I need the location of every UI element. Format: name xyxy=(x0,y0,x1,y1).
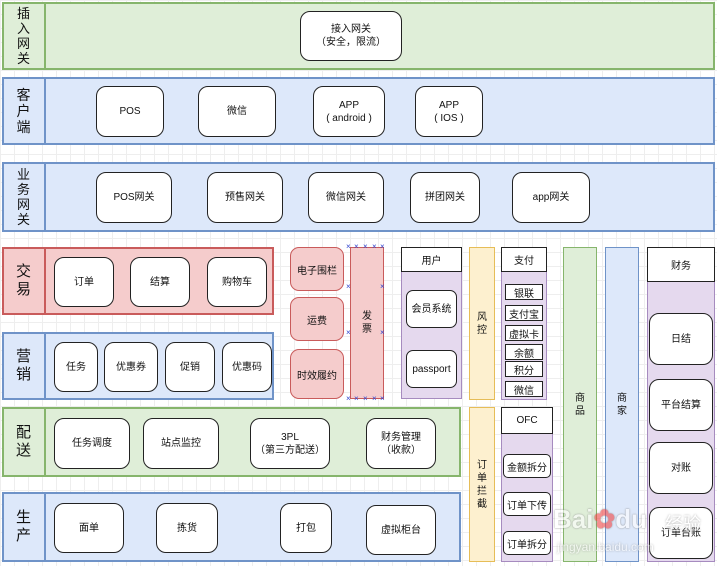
goods-column[interactable]: 商 品 xyxy=(563,247,597,562)
client-pos-card[interactable]: POS xyxy=(96,86,164,137)
finance-daily-settle[interactable]: 日结 xyxy=(649,313,713,365)
payment-virtual-card[interactable]: 虚拟卡 xyxy=(505,325,543,341)
user-column: 用户 会员系统 passport xyxy=(401,247,462,399)
client-app-android-card[interactable]: APP ( android ) xyxy=(313,86,385,137)
biz-gateway-layer-label: 业 务 网 关 xyxy=(4,164,46,230)
virtual-counter-card[interactable]: 虚拟柜台 xyxy=(366,505,436,555)
user-column-title: 用户 xyxy=(401,247,462,272)
station-monitor-card[interactable]: 站点监控 xyxy=(143,418,219,469)
payment-title: 支付 xyxy=(501,247,547,272)
app-gateway-card[interactable]: app网关 xyxy=(512,172,590,223)
promotion-card[interactable]: 促销 xyxy=(165,342,215,392)
production-layer-label: 生 产 xyxy=(4,494,46,560)
member-system-card[interactable]: 会员系统 xyxy=(406,290,457,328)
delivery-layer: 配 送 任务调度 站点监控 3PL （第三方配送） 财务管理 （收款） xyxy=(2,407,461,477)
ofc-column: OFC 金额拆分 订单下传 订单拆分 xyxy=(501,407,553,562)
client-layer-label: 客 户 端 xyxy=(4,79,46,143)
risk-control-box[interactable]: 风 控 xyxy=(469,247,495,400)
delivery-layer-label: 配 送 xyxy=(4,409,46,475)
cart-card[interactable]: 购物车 xyxy=(207,257,267,307)
freight-card[interactable]: 运费 xyxy=(290,297,344,341)
trade-layer-label: 交 易 xyxy=(4,249,46,313)
packing-card[interactable]: 打包 xyxy=(280,503,332,553)
pos-gateway-card[interactable]: POS网关 xyxy=(96,172,172,223)
ofc-title: OFC xyxy=(501,407,553,434)
task-card[interactable]: 任务 xyxy=(54,342,98,392)
finance-order-ledger[interactable]: 订单台账 xyxy=(649,507,713,559)
wechat-gateway-card[interactable]: 微信网关 xyxy=(308,172,384,223)
payment-alipay[interactable]: 支付宝 xyxy=(505,305,543,321)
ofc-order-dispatch[interactable]: 订单下传 xyxy=(503,492,551,516)
trade-layer: 交 易 订单 结算 购物车 xyxy=(2,247,274,315)
finance-platform-settle[interactable]: 平台结算 xyxy=(649,379,713,431)
merchant-column[interactable]: 商 家 xyxy=(605,247,639,562)
finance-title: 财务 xyxy=(647,247,715,282)
payment-wechat[interactable]: 微信 xyxy=(505,381,543,397)
ofc-amount-split[interactable]: 金额拆分 xyxy=(503,454,551,478)
payment-unionpay[interactable]: 银联 xyxy=(505,284,543,300)
e-fence-card[interactable]: 电子围栏 xyxy=(290,247,344,291)
production-layer: 生 产 面单 拣货 打包 虚拟柜台 xyxy=(2,492,461,562)
gateway-layer: 插 入 网 关 接入网关 （安全，限流） xyxy=(2,2,715,70)
marketing-layer: 营 销 任务 优惠券 促销 优惠码 xyxy=(2,332,274,400)
promo-code-card[interactable]: 优惠码 xyxy=(222,342,272,392)
payment-column: 支付 银联 支付宝 虚拟卡 余额 积分 微信 xyxy=(501,247,547,400)
gateway-layer-label: 插 入 网 关 xyxy=(4,4,46,68)
client-app-ios-card[interactable]: APP ( IOS ) xyxy=(415,86,483,137)
access-gateway-card[interactable]: 接入网关 （安全，限流） xyxy=(300,11,402,61)
finance-reconcile[interactable]: 对账 xyxy=(649,442,713,494)
ofc-order-split[interactable]: 订单拆分 xyxy=(503,531,551,555)
finance-management-card[interactable]: 财务管理 （收款） xyxy=(366,418,436,469)
payment-balance[interactable]: 余额 xyxy=(505,344,543,360)
task-dispatch-card[interactable]: 任务调度 xyxy=(54,418,130,469)
group-buy-gateway-card[interactable]: 拼团网关 xyxy=(410,172,480,223)
payment-points[interactable]: 积分 xyxy=(505,361,543,377)
timely-fulfillment-card[interactable]: 时效履约 xyxy=(290,349,344,399)
presale-gateway-card[interactable]: 预售网关 xyxy=(207,172,283,223)
order-intercept-box[interactable]: 订 单 拦 截 xyxy=(469,407,495,562)
passport-card[interactable]: passport xyxy=(406,350,457,388)
waybill-card[interactable]: 面单 xyxy=(54,503,124,553)
biz-gateway-layer: 业 务 网 关 POS网关 预售网关 微信网关 拼团网关 app网关 xyxy=(2,162,715,232)
settlement-card[interactable]: 结算 xyxy=(130,257,190,307)
third-party-logistics-card[interactable]: 3PL （第三方配送） xyxy=(250,418,330,469)
invoice-box[interactable]: 发 票 xyxy=(350,247,384,399)
marketing-layer-label: 营 销 xyxy=(4,334,46,398)
client-layer: 客 户 端 POS 微信 APP ( android ) APP ( IOS ) xyxy=(2,77,715,145)
order-card[interactable]: 订单 xyxy=(54,257,114,307)
picking-card[interactable]: 拣货 xyxy=(156,503,218,553)
coupon-card[interactable]: 优惠券 xyxy=(104,342,158,392)
finance-column: 财务 日结 平台结算 对账 订单台账 xyxy=(647,247,715,562)
client-wechat-card[interactable]: 微信 xyxy=(198,86,276,137)
